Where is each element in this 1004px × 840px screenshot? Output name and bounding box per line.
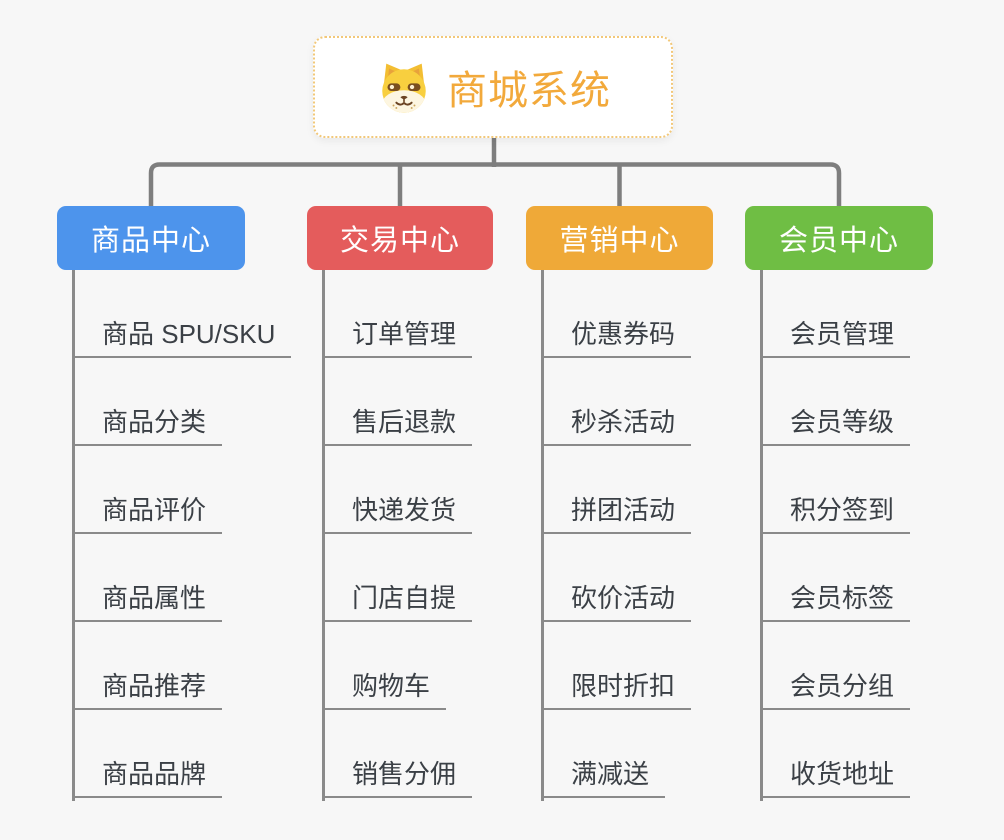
root-title: 商城系统: [447, 69, 611, 113]
child-node: 订单管理: [322, 270, 473, 358]
child-node-label[interactable]: 限时折扣: [541, 671, 692, 710]
child-node: 会员分组: [760, 622, 911, 710]
branch-header-3[interactable]: 会员中心: [745, 206, 933, 270]
child-node: 门店自提: [322, 534, 473, 622]
child-node-label[interactable]: 优惠券码: [541, 319, 692, 358]
child-node: 销售分佣: [322, 710, 473, 798]
branch-label: 营销中心: [559, 225, 680, 257]
child-node-label[interactable]: 积分签到: [760, 495, 911, 534]
child-node: 会员等级: [760, 358, 911, 446]
child-node-label[interactable]: 拼团活动: [541, 495, 692, 534]
child-node-label[interactable]: 商品分类: [72, 407, 223, 446]
child-node: 会员标签: [760, 534, 911, 622]
child-node: 购物车: [322, 622, 472, 710]
child-node: 会员管理: [760, 270, 911, 358]
child-node: 积分签到: [760, 446, 911, 534]
branch-spine-line: [322, 270, 325, 801]
child-node-label[interactable]: 快递发货: [322, 495, 473, 534]
branch-spine-line: [541, 270, 544, 801]
child-node-label[interactable]: 购物车: [322, 671, 447, 710]
child-node: 砍价活动: [541, 534, 692, 622]
child-node: 商品 SPU/SKU: [72, 270, 292, 358]
child-node: 商品属性: [72, 534, 291, 622]
child-node: 商品品牌: [72, 710, 291, 798]
child-node: 秒杀活动: [541, 358, 692, 446]
child-node: 收货地址: [760, 710, 911, 798]
branch-header-0[interactable]: 商品中心: [57, 206, 245, 270]
child-node-label[interactable]: 商品推荐: [72, 671, 223, 710]
branch-label: 交易中心: [339, 225, 460, 257]
branch-label: 会员中心: [778, 225, 899, 257]
connector-bracket: [148, 162, 842, 207]
child-node-label[interactable]: 砍价活动: [541, 583, 692, 622]
child-node: 拼团活动: [541, 446, 692, 534]
child-node: 快递发货: [322, 446, 473, 534]
child-node-label[interactable]: 售后退款: [322, 407, 473, 446]
branch-header-1[interactable]: 交易中心: [307, 206, 493, 270]
child-node-label[interactable]: 商品评价: [72, 495, 223, 534]
child-node: 优惠券码: [541, 270, 692, 358]
child-node-label[interactable]: 满减送: [541, 759, 666, 798]
child-node: 商品推荐: [72, 622, 291, 710]
child-node-label[interactable]: 会员管理: [760, 319, 911, 358]
child-node-label[interactable]: 销售分佣: [322, 759, 473, 798]
branch-children-column: 订单管理售后退款快递发货门店自提购物车销售分佣: [322, 270, 473, 798]
child-node: 售后退款: [322, 358, 473, 446]
dog-face-icon: [375, 58, 433, 116]
child-node: 商品评价: [72, 446, 291, 534]
child-node-label[interactable]: 商品品牌: [72, 759, 223, 798]
child-node-label[interactable]: 门店自提: [322, 583, 473, 622]
root-node[interactable]: 商城系统: [313, 36, 673, 138]
child-node-label[interactable]: 会员标签: [760, 583, 911, 622]
child-node: 满减送: [541, 710, 691, 798]
child-node-label[interactable]: 会员等级: [760, 407, 911, 446]
branch-spine-line: [72, 270, 75, 801]
child-node: 限时折扣: [541, 622, 692, 710]
branch-label: 商品中心: [90, 225, 211, 257]
child-node-label[interactable]: 订单管理: [322, 319, 473, 358]
child-node-label[interactable]: 收货地址: [760, 759, 911, 798]
branch-children-column: 商品 SPU/SKU 商品分类商品评价商品属性商品推荐商品品牌: [72, 270, 292, 798]
child-node-label[interactable]: 会员分组: [760, 671, 911, 710]
branch-children-column: 优惠券码秒杀活动拼团活动砍价活动限时折扣满减送: [541, 270, 692, 798]
child-node-label[interactable]: 秒杀活动: [541, 407, 692, 446]
child-node-label[interactable]: 商品属性: [72, 583, 223, 622]
branch-header-2[interactable]: 营销中心: [526, 206, 713, 270]
branch-children-column: 会员管理会员等级积分签到会员标签会员分组收货地址: [760, 270, 911, 798]
child-node: 商品分类: [72, 358, 291, 446]
branch-spine-line: [760, 270, 763, 801]
child-node-label[interactable]: 商品 SPU/SKU: [72, 319, 292, 358]
